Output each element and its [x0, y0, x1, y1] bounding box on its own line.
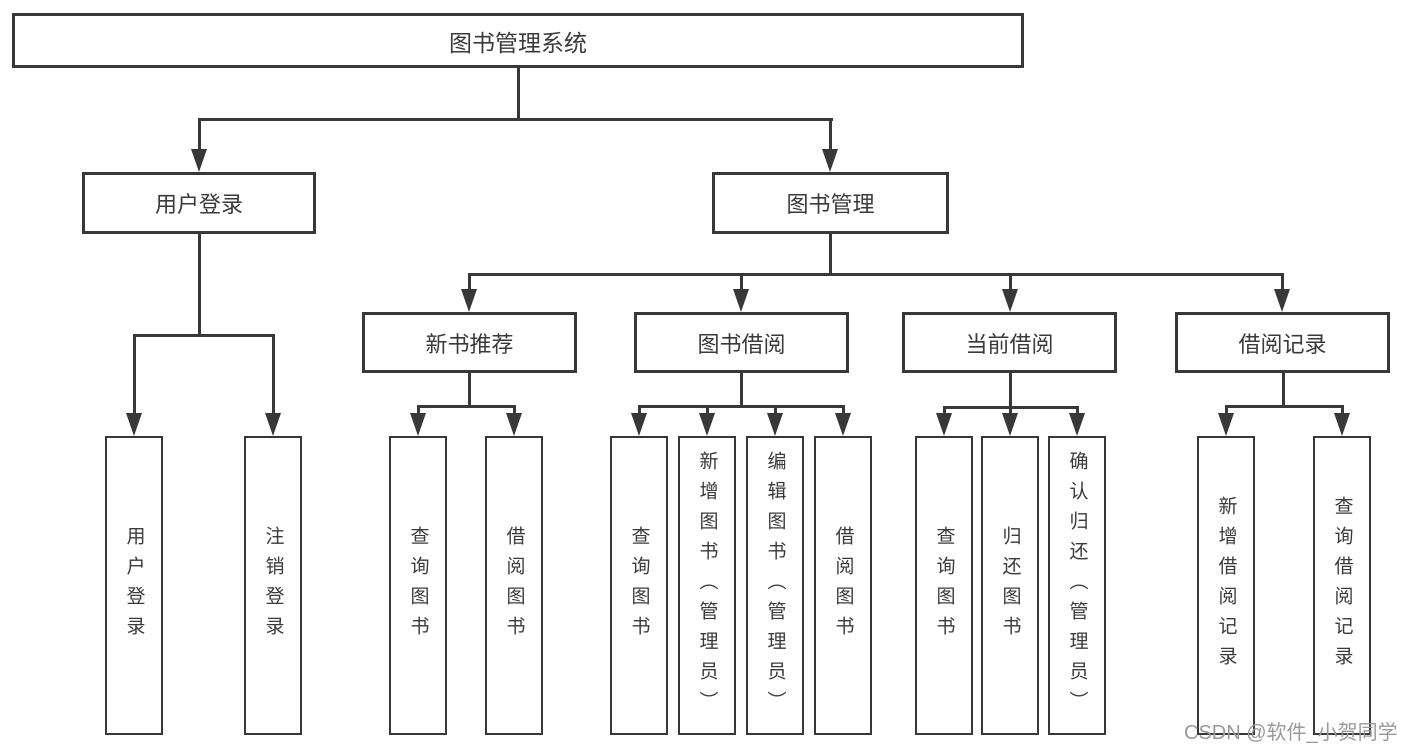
node-borrowing-records: 借阅记录 [1175, 312, 1390, 373]
connector-drop-bw-borrow [842, 405, 845, 414]
node-book-management: 图书管理 [712, 172, 949, 234]
arrowhead-user-login [191, 149, 207, 172]
node-current-borrowing: 当前借阅 [902, 312, 1117, 373]
leaf-label: 注销登录 [262, 525, 284, 646]
node-label: 图书管理 [786, 192, 875, 217]
connector-current-stem [1009, 373, 1012, 406]
node-user-login: 用户登录 [82, 172, 316, 234]
leaf-edit-books-admin: 编辑图书（管理员） [746, 436, 804, 735]
arrowhead-borrowing [733, 289, 749, 312]
node-book-borrowing: 图书借阅 [634, 312, 849, 373]
arrowhead-leaf-login [126, 413, 142, 436]
connector-user-login-stem [198, 234, 201, 334]
arrowhead-cb-confirm [1069, 413, 1085, 436]
arrowhead-nb-borrow [506, 413, 522, 436]
leaf-label: 新增图书（管理员） [696, 450, 718, 721]
leaf-label: 归还图书 [999, 525, 1021, 646]
arrowhead-new-book [461, 289, 477, 312]
leaf-label: 查询图书 [628, 525, 650, 646]
leaf-label: 确认归还（管理员） [1066, 450, 1088, 721]
arrowhead-rc-add [1218, 413, 1234, 436]
connector-drop-records [1281, 273, 1284, 289]
arrowhead-cb-return [1002, 413, 1018, 436]
connector-drop-rc-query [1341, 405, 1344, 414]
node-label: 用户登录 [154, 192, 243, 217]
leaf-return-books: 归还图书 [981, 436, 1039, 735]
connector-borrowing-rail [638, 405, 845, 408]
node-new-book-recommend: 新书推荐 [362, 312, 577, 373]
connector-drop-borrowing [740, 273, 743, 289]
node-label: 图书管理系统 [449, 29, 587, 56]
connector-root-stem [517, 68, 520, 118]
connector-drop-cb-confirm [1076, 406, 1079, 414]
arrowhead-nb-query [410, 413, 426, 436]
arrowhead-rc-query [1334, 413, 1350, 436]
connector-records-rail [1225, 405, 1343, 408]
connector-user-login-rail [133, 334, 275, 337]
leaf-user-login: 用户登录 [105, 436, 163, 735]
leaf-add-books-admin: 新增图书（管理员） [678, 436, 736, 735]
connector-drop-user-login [198, 118, 201, 149]
connector-drop-leaf-logout [272, 334, 275, 413]
leaf-label: 查询图书 [933, 525, 955, 646]
connector-drop-nb-query [417, 405, 420, 414]
arrowhead-bw-add [699, 413, 715, 436]
leaf-label: 借阅图书 [832, 525, 854, 646]
leaf-label: 借阅图书 [503, 525, 525, 646]
leaf-label: 用户登录 [123, 525, 145, 646]
connector-drop-bw-add [706, 405, 709, 414]
connector-book-mgmt-stem [829, 234, 832, 273]
leaf-borrow-books-recommend: 借阅图书 [485, 436, 543, 735]
connector-drop-new-book [468, 273, 471, 289]
leaf-query-books-recommend: 查询图书 [389, 436, 447, 735]
node-label: 新书推荐 [425, 331, 514, 357]
leaf-label: 新增借阅记录 [1215, 495, 1237, 676]
node-library-management-system: 图书管理系统 [12, 13, 1024, 68]
leaf-add-borrow-record: 新增借阅记录 [1197, 436, 1255, 735]
leaf-logout: 注销登录 [244, 436, 302, 735]
arrowhead-bw-borrow [835, 413, 851, 436]
connector-records-stem [1282, 373, 1285, 405]
connector-new-book-stem [468, 373, 471, 405]
node-label: 借阅记录 [1238, 331, 1327, 357]
arrowhead-leaf-logout [265, 413, 281, 436]
connector-drop-cb-return [1009, 406, 1012, 414]
leaf-query-borrow-record: 查询借阅记录 [1313, 436, 1371, 735]
leaf-query-books-borrow: 查询图书 [610, 436, 668, 735]
connector-drop-bw-query [638, 405, 641, 414]
leaf-label: 编辑图书（管理员） [764, 450, 786, 721]
connector-drop-rc-add [1225, 405, 1228, 414]
connector-level2-rail [198, 118, 833, 121]
leaf-label: 查询借阅记录 [1331, 495, 1353, 676]
arrowhead-bw-query [631, 413, 647, 436]
arrowhead-current [1002, 289, 1018, 312]
leaf-borrow-books: 借阅图书 [814, 436, 872, 735]
arrowhead-records [1274, 289, 1290, 312]
connector-drop-cb-query [943, 406, 946, 414]
node-label: 图书借阅 [697, 331, 786, 357]
arrowhead-book-mgmt [822, 149, 838, 172]
connector-drop-nb-borrow [513, 405, 516, 414]
connector-drop-bw-edit [774, 405, 777, 414]
leaf-label: 查询图书 [407, 525, 429, 646]
arrowhead-bw-edit [767, 413, 783, 436]
csdn-watermark: CSDN @软件_小贺同学 [1184, 722, 1398, 744]
connector-level3-rail [468, 273, 1284, 276]
leaf-confirm-return-admin: 确认归还（管理员） [1048, 436, 1106, 735]
arrowhead-cb-query [936, 413, 952, 436]
node-label: 当前借阅 [965, 331, 1054, 357]
connector-drop-book-mgmt [829, 118, 832, 149]
connector-borrowing-stem [740, 373, 743, 405]
leaf-query-books-current: 查询图书 [915, 436, 973, 735]
connector-new-book-rail [417, 405, 516, 408]
connector-drop-leaf-login [133, 334, 136, 413]
connector-drop-current [1009, 273, 1012, 289]
